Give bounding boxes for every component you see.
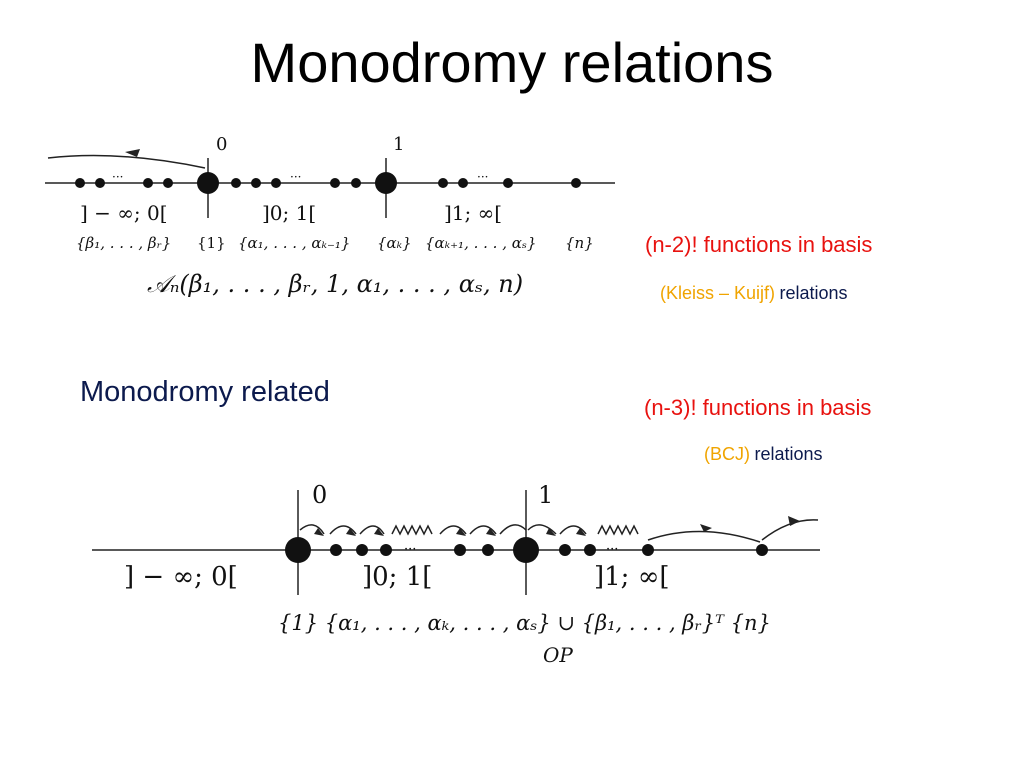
arc xyxy=(439,525,467,535)
bottom-interval-neg: ] − ∞; 0[ xyxy=(124,562,238,592)
ellipsis: ··· xyxy=(290,170,301,184)
bcj-relations-line: (BCJ) relations xyxy=(704,444,823,465)
top-set-beta: {β₁, . . . , βᵣ} xyxy=(76,234,171,252)
top-set-alpha-k: {αₖ} xyxy=(377,234,412,252)
arc xyxy=(359,525,385,535)
arc xyxy=(559,525,587,535)
point xyxy=(559,544,571,556)
point xyxy=(330,544,342,556)
bottom-tick-label-0: 0 xyxy=(312,481,327,509)
point xyxy=(503,178,513,188)
bottom-contour xyxy=(299,519,819,543)
kk-basis-text: (n-2)! functions in basis xyxy=(645,232,873,257)
ellipsis: ··· xyxy=(606,542,618,557)
bottom-diagram: 0 1 xyxy=(92,481,820,667)
kk-relations-word: relations xyxy=(779,283,848,303)
arc xyxy=(469,525,497,535)
ellipsis: ··· xyxy=(477,170,488,184)
bottom-points: ··· ··· xyxy=(285,537,768,563)
bcj-relations-word: relations xyxy=(754,444,823,464)
kk-name: (Kleiss – Kuijf) xyxy=(660,283,776,303)
point xyxy=(356,544,368,556)
point xyxy=(642,544,654,556)
top-arrow-head xyxy=(125,149,140,157)
point xyxy=(75,178,85,188)
point xyxy=(438,178,448,188)
ellipsis: ··· xyxy=(404,542,416,557)
arc xyxy=(499,524,527,535)
big-point-1 xyxy=(375,172,397,194)
top-set-alpha-before: {α₁, . . . , αₖ₋₁} xyxy=(238,234,350,252)
bottom-set-label: {1} {α₁, . . . , αₖ, . . . , αₛ} ∪ {β₁, … xyxy=(278,611,771,635)
wiggle xyxy=(391,524,433,536)
arc xyxy=(527,524,557,535)
kk-relations-line: (Kleiss – Kuijf) relations xyxy=(660,283,848,304)
top-set-alpha-after: {αₖ₊₁, . . . , αₛ} xyxy=(425,234,536,252)
top-set-one: {1} xyxy=(197,234,226,252)
top-interval-pos: ]1; ∞[ xyxy=(444,201,502,225)
top-arrow-curve xyxy=(47,154,206,169)
point xyxy=(454,544,466,556)
point xyxy=(231,178,241,188)
bottom-tick-label-1: 1 xyxy=(538,481,553,509)
point xyxy=(271,178,281,188)
big-point-1 xyxy=(513,537,539,563)
slide-title: Monodromy relations xyxy=(250,31,774,94)
point xyxy=(251,178,261,188)
big-point-0 xyxy=(197,172,219,194)
bottom-op-subscript: OP xyxy=(543,643,573,667)
top-amplitude: 𝒜ₙ(β₁, . . . , βᵣ, 1, α₁, . . . , αₛ, n) xyxy=(147,270,523,298)
big-point-0 xyxy=(285,537,311,563)
ellipsis: ··· xyxy=(112,170,123,184)
top-diagram: 0 1 ··· ··· ··· ] − ∞; 0[ ]0; 1[ xyxy=(45,134,615,298)
bcj-basis-text: (n-3)! functions in basis xyxy=(644,395,872,420)
bottom-interval-01: ]0; 1[ xyxy=(362,562,432,592)
point xyxy=(351,178,361,188)
top-interval-01: ]0; 1[ xyxy=(262,201,316,225)
point xyxy=(458,178,468,188)
point xyxy=(584,544,596,556)
bcj-name: (BCJ) xyxy=(704,444,750,464)
bottom-interval-pos: ]1; ∞[ xyxy=(594,562,670,592)
point xyxy=(95,178,105,188)
arc xyxy=(329,525,357,535)
top-tick-label-0: 0 xyxy=(216,134,227,155)
point xyxy=(756,544,768,556)
arc xyxy=(647,530,761,543)
monodromy-related-label: Monodromy related xyxy=(80,376,330,408)
arc xyxy=(299,524,325,535)
point xyxy=(143,178,153,188)
point xyxy=(163,178,173,188)
point xyxy=(330,178,340,188)
top-set-n: {n} xyxy=(565,234,594,252)
bottom-arrow-heads xyxy=(314,516,800,536)
point xyxy=(380,544,392,556)
point xyxy=(571,178,581,188)
top-tick-label-1: 1 xyxy=(393,134,404,155)
point xyxy=(482,544,494,556)
wiggle xyxy=(597,524,639,536)
top-points: ··· ··· ··· xyxy=(75,170,581,194)
top-interval-neg: ] − ∞; 0[ xyxy=(80,201,168,225)
